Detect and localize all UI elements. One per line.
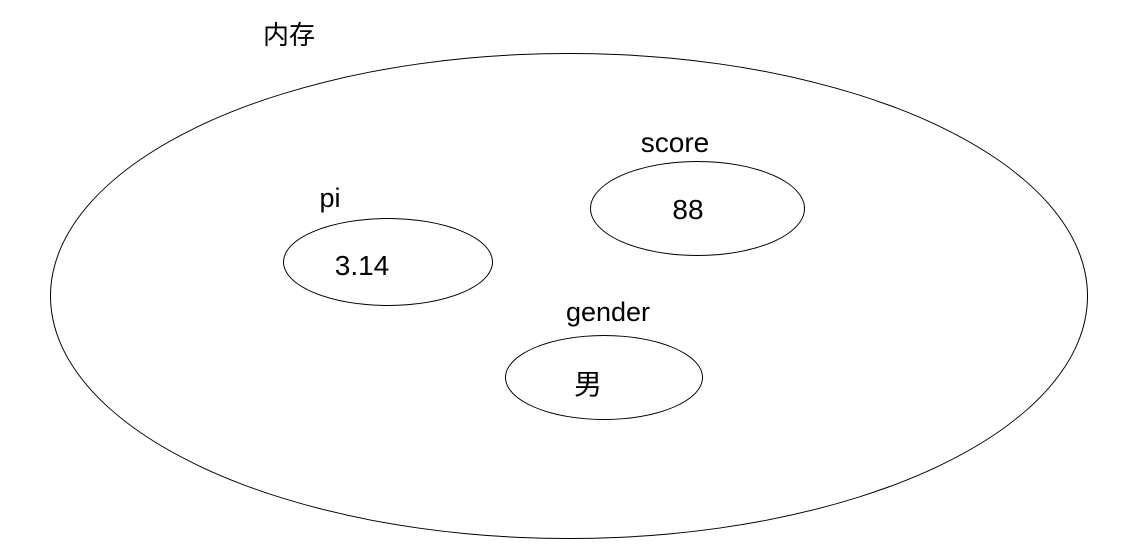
variable-ellipse-gender: [505, 335, 703, 420]
variable-name-score: score: [640, 127, 710, 158]
variable-name-pi: pi: [319, 183, 341, 213]
variable-ellipse-pi: [283, 218, 493, 306]
variable-value-gender: 男: [573, 369, 603, 400]
variable-value-pi: 3.14: [334, 250, 390, 281]
memory-ellipse: [50, 53, 1088, 539]
variable-ellipse-score: [590, 161, 805, 256]
variable-name-gender: gender: [565, 297, 651, 327]
variable-value-score: 88: [672, 194, 704, 225]
memory-label: 内存: [263, 20, 316, 50]
